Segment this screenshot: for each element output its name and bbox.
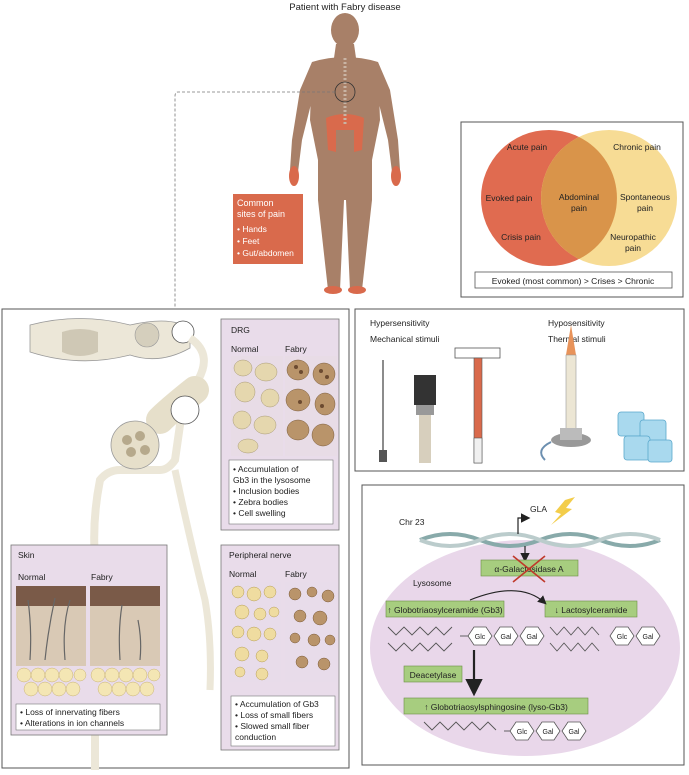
venn-spontaneous-1: Spontaneous [620, 192, 670, 202]
venn-abdominal-1: Abdominal [559, 192, 599, 202]
venn-evoked: Evoked pain [486, 193, 533, 203]
venn-crisis: Crisis pain [501, 232, 541, 242]
pain-site-feet: • Feet [237, 236, 260, 246]
venn-acute: Acute pain [507, 142, 547, 152]
hypersensitivity-label: Hypersensitivity [370, 318, 430, 328]
venn-neuropathic-1: Neuropathic [610, 232, 657, 242]
gb3-glc: Glc [475, 634, 486, 641]
venn-spontaneous-2: pain [637, 203, 653, 213]
skin-fabry: Fabry [91, 572, 113, 582]
nerve-title: Peripheral nerve [229, 550, 292, 560]
pain-sites-box: Common sites of pain • Hands • Feet • Gu… [233, 194, 303, 264]
lactosyl-label: ↓ Lactosylceramide [555, 605, 628, 615]
lactosyl-gal: Gal [643, 634, 654, 641]
lysogb3-glc: Glc [517, 729, 528, 736]
lysogb3-label: ↑ Globotriaosylsphingosine (lyso-Gb3) [424, 702, 568, 712]
skin-title: Skin [18, 550, 35, 560]
drg-title: DRG [231, 325, 250, 335]
gb3-label: ↑ Globotriaosylceramide (Gb3) [387, 605, 502, 615]
venn-overlap [541, 137, 617, 259]
nerve-fabry: Fabry [285, 569, 307, 579]
deacetylase-label: Deacetylase [410, 670, 457, 680]
pain-sites-heading-1: Common [237, 198, 274, 208]
human-body [289, 13, 401, 294]
nerve-inset: Peripheral nerve Normal Fabry • Accumula… [220, 544, 340, 751]
gene-label: GLA [530, 504, 547, 514]
pathway-panel: Chr 23 GLA α-Galactosidase A Lysosome ↑ … [361, 484, 685, 766]
skin-bullet-2: • Alterations in ion channels [20, 718, 124, 728]
venn-chronic: Chronic pain [613, 142, 661, 152]
sensitivity-panel: Hypersensitivity Mechanical stimuli Hypo… [354, 308, 685, 472]
thermal-label: Thermal stimuli [548, 334, 606, 344]
pain-site-gut: • Gut/abdomen [237, 248, 294, 258]
nerve-bullet-4: conduction [235, 732, 276, 742]
drg-bullet-4: • Zebra bodies [233, 497, 288, 507]
pain-order: Evoked (most common) > Crises > Chronic [492, 276, 655, 286]
venn-panel: Acute pain Evoked pain Crisis pain Abdom… [460, 121, 684, 298]
nerve-bullet-2: • Loss of small fibers [235, 710, 313, 720]
hyposensitivity-label: Hyposensitivity [548, 318, 605, 328]
lysogb3-gal-2: Gal [569, 729, 580, 736]
drg-bullet-1: • Accumulation of [233, 464, 299, 474]
pain-sites-heading-2: sites of pain [237, 209, 285, 219]
gb3-gal-1: Gal [501, 634, 512, 641]
drg-inset: DRG Normal Fabry • Accumulation of Gb3 i… [220, 318, 340, 531]
lysosome-label: Lysosome [413, 578, 452, 588]
skin-inset: Skin Normal Fabry • Loss of innervating … [10, 544, 168, 736]
drg-bullet-2: Gb3 in the lysosome [233, 475, 311, 485]
nerve-bullet-3: • Slowed small fiber [235, 721, 309, 731]
skin-normal: Normal [18, 572, 46, 582]
gb3-gal-2: Gal [527, 634, 538, 641]
drg-normal: Normal [231, 344, 259, 354]
pain-site-hands: • Hands [237, 224, 267, 234]
drg-bullet-5: • Cell swelling [233, 508, 286, 518]
drg-fabry: Fabry [285, 344, 307, 354]
connector-dashed [174, 91, 335, 308]
spinal-cord-illustration [29, 318, 214, 770]
lactosyl-glc: Glc [617, 634, 628, 641]
mechanical-label: Mechanical stimuli [370, 334, 440, 344]
nerve-bullet-1: • Accumulation of Gb3 [235, 699, 319, 709]
lysogb3-gal-1: Gal [543, 729, 554, 736]
nerve-normal: Normal [229, 569, 257, 579]
venn-abdominal-2: pain [571, 203, 587, 213]
chr-label: Chr 23 [399, 517, 425, 527]
drg-bullet-3: • Inclusion bodies [233, 486, 299, 496]
skin-bullet-1: • Loss of innervating fibers [20, 707, 120, 717]
figure-title: Patient with Fabry disease [289, 2, 400, 13]
venn-neuropathic-2: pain [625, 243, 641, 253]
